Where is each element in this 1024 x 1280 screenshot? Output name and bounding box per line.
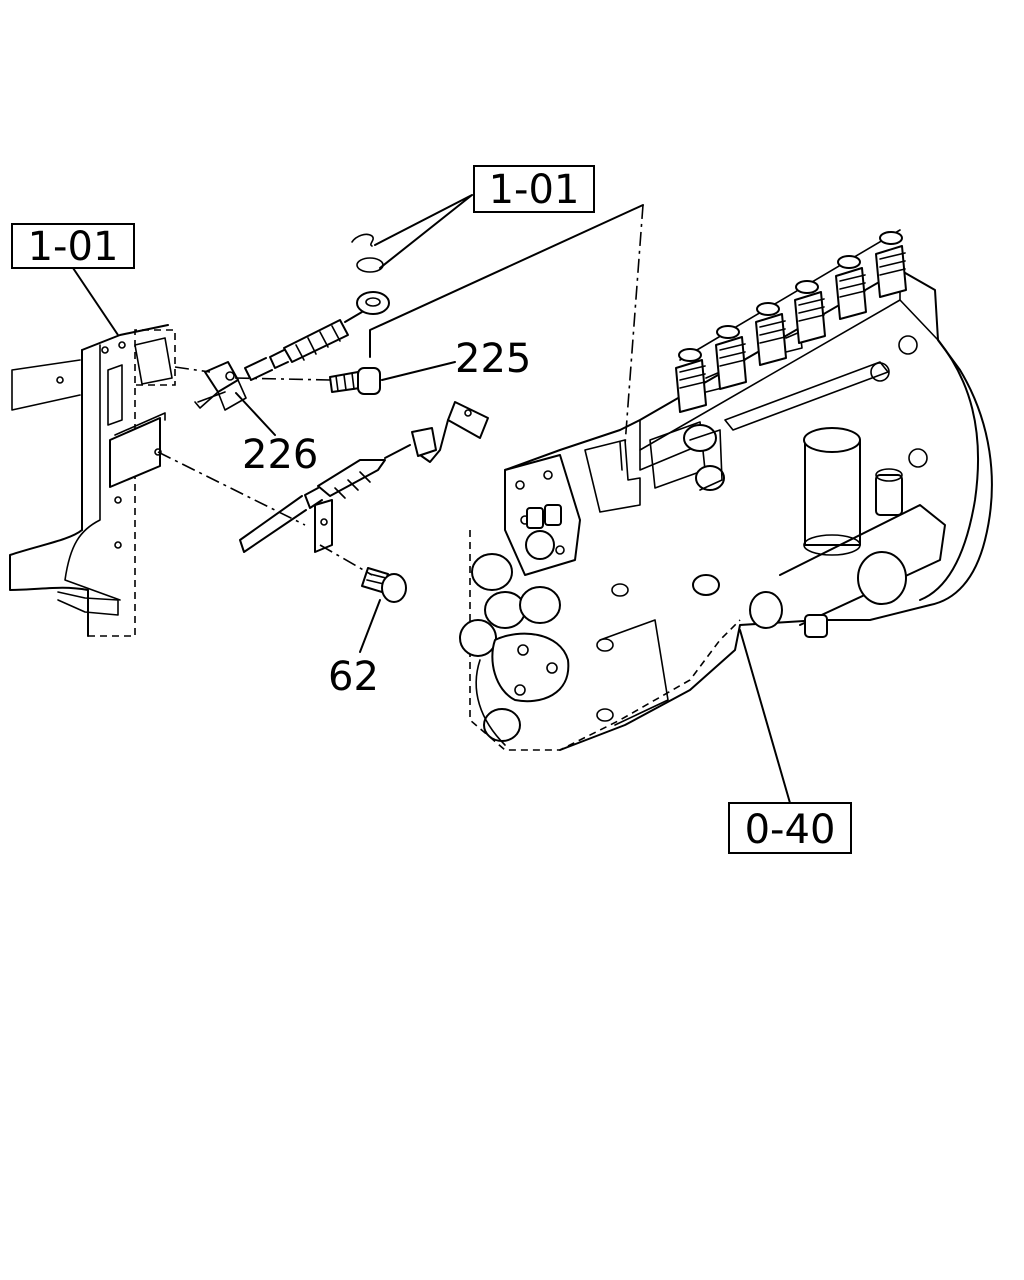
bracket — [9, 324, 176, 637]
injector-2 — [715, 325, 747, 390]
upper-cable — [194, 233, 390, 411]
part-225-label: 225 — [455, 336, 531, 382]
injector-1 — [675, 348, 723, 413]
injector-3 — [755, 302, 803, 366]
ref-pump-label: 0-40 — [745, 807, 836, 853]
leader-lines — [72, 194, 791, 804]
injector-4 — [794, 280, 826, 344]
part-62-label: 62 — [328, 654, 379, 700]
ref-cable-label: 1-01 — [489, 167, 580, 213]
callout-ref-pump: 0-40 — [728, 802, 852, 854]
injection-pump — [459, 229, 993, 751]
injector-5 — [835, 255, 867, 320]
ref-bracket-label: 1-01 — [28, 224, 119, 270]
part-226-label: 226 — [242, 432, 318, 478]
lower-cable — [239, 401, 489, 553]
callout-ref-bracket: 1-01 — [11, 223, 135, 270]
callout-ref-cable: 1-01 — [473, 165, 595, 213]
bolt-62 — [361, 567, 407, 603]
bolt-225 — [329, 367, 381, 395]
injector-6 — [875, 231, 907, 298]
